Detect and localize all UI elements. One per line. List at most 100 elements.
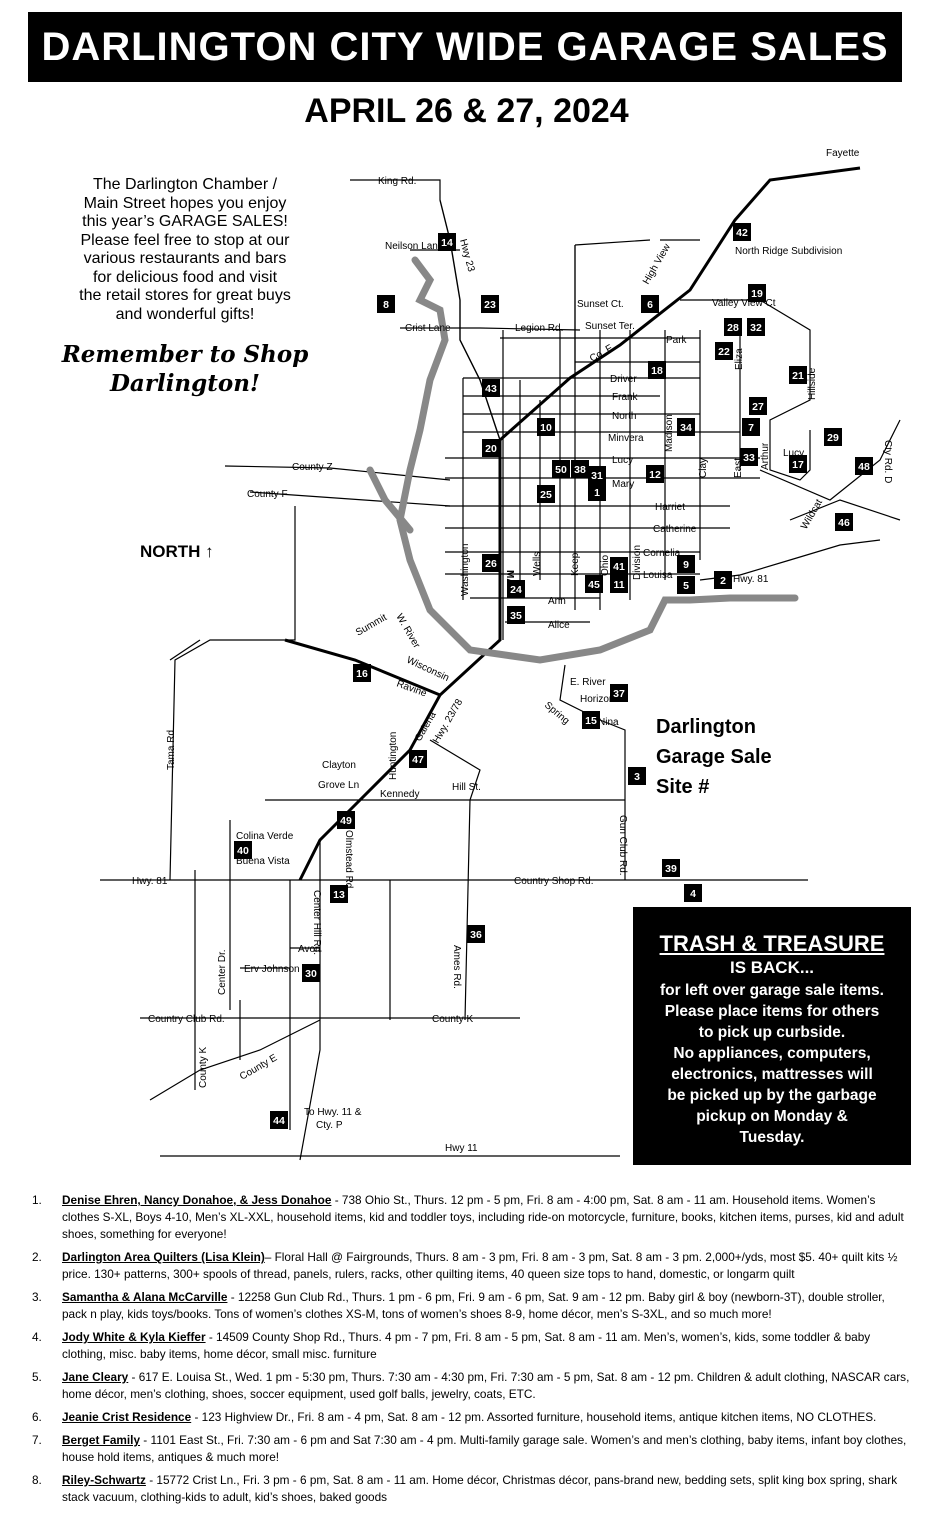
site-marker[interactable]: 48 bbox=[855, 457, 873, 475]
list-number: 7. bbox=[32, 1433, 42, 1447]
site-marker[interactable]: 16 bbox=[353, 664, 371, 682]
site-marker-box bbox=[438, 233, 456, 251]
site-number: 24 bbox=[510, 584, 522, 596]
road-label: Neilson Lane bbox=[385, 241, 444, 252]
site-marker[interactable]: 10 bbox=[537, 418, 555, 436]
list-item: 7.Berget Family - 1101 East St., Fri. 7:… bbox=[32, 1432, 910, 1466]
site-marker[interactable]: 36 bbox=[467, 925, 485, 943]
site-marker[interactable]: 28 bbox=[724, 318, 742, 336]
site-number: 37 bbox=[613, 688, 625, 700]
site-marker[interactable]: 39 bbox=[662, 859, 680, 877]
road-label: Kennedy bbox=[380, 789, 419, 800]
site-marker[interactable]: 33 bbox=[740, 448, 758, 466]
site-marker[interactable]: 6 bbox=[641, 295, 659, 313]
site-marker[interactable]: 18 bbox=[648, 361, 666, 379]
site-marker[interactable]: 38 bbox=[571, 460, 589, 478]
site-marker[interactable]: 9 bbox=[677, 555, 695, 573]
site-number: 33 bbox=[743, 452, 755, 464]
site-marker[interactable]: 4 bbox=[684, 884, 702, 902]
site-marker[interactable]: 8 bbox=[377, 295, 395, 313]
road-label: Hwy. 81 bbox=[132, 876, 168, 887]
site-number: 21 bbox=[792, 370, 804, 382]
site-marker[interactable]: 30 bbox=[302, 964, 320, 982]
site-marker[interactable]: 12 bbox=[646, 465, 664, 483]
seller-name: Jody White & Kyla Kieffer bbox=[62, 1330, 206, 1344]
site-marker[interactable]: 27 bbox=[749, 397, 767, 415]
site-marker[interactable]: 14 bbox=[438, 233, 456, 251]
site-marker[interactable]: 20 bbox=[482, 439, 500, 457]
site-marker[interactable]: 21 bbox=[789, 366, 807, 384]
site-number: 1 bbox=[594, 487, 600, 499]
site-marker[interactable]: 45 bbox=[585, 575, 603, 593]
road-label: Minvera bbox=[608, 433, 644, 444]
site-marker[interactable]: 40 bbox=[234, 841, 252, 859]
road-label: Grove Ln bbox=[318, 780, 359, 791]
site-number: 34 bbox=[680, 422, 692, 434]
list-item: 2.Darlington Area Quilters (Lisa Klein)–… bbox=[32, 1249, 910, 1283]
site-marker[interactable]: 35 bbox=[507, 606, 525, 624]
road-label: Wells bbox=[532, 552, 543, 576]
intro-text: The Darlington Chamber / Main Street hop… bbox=[50, 176, 320, 324]
site-marker-box bbox=[482, 554, 500, 572]
road-label: Lucy bbox=[612, 455, 633, 466]
site-marker[interactable]: 47 bbox=[409, 750, 427, 768]
site-marker[interactable]: 46 bbox=[835, 513, 853, 531]
site-marker-box bbox=[724, 318, 742, 336]
site-marker[interactable]: 31 bbox=[588, 466, 606, 484]
site-marker[interactable]: 29 bbox=[824, 428, 842, 446]
road-label: Buena Vista bbox=[236, 856, 290, 867]
site-number: 38 bbox=[574, 464, 586, 476]
road-label: Cty. P bbox=[316, 1120, 343, 1131]
seller-name: Riley-Schwartz bbox=[62, 1473, 146, 1487]
site-marker[interactable]: 11 bbox=[610, 575, 628, 593]
site-number: 22 bbox=[718, 346, 730, 358]
site-marker[interactable]: 17 bbox=[789, 455, 807, 473]
site-marker[interactable]: 32 bbox=[747, 318, 765, 336]
site-marker[interactable]: 37 bbox=[610, 684, 628, 702]
site-marker-box bbox=[409, 750, 427, 768]
list-number: 5. bbox=[32, 1370, 42, 1384]
site-number: 43 bbox=[485, 383, 497, 395]
site-marker-box bbox=[677, 418, 695, 436]
site-marker[interactable]: 19 bbox=[748, 284, 766, 302]
site-marker[interactable]: 15 bbox=[582, 711, 600, 729]
site-marker[interactable]: 25 bbox=[537, 485, 555, 503]
site-marker[interactable]: 5 bbox=[677, 576, 695, 594]
site-marker-box bbox=[353, 664, 371, 682]
site-marker[interactable]: 2 bbox=[714, 571, 732, 589]
site-number: 41 bbox=[613, 561, 625, 573]
road-label: Cornelia bbox=[643, 548, 681, 559]
site-marker[interactable]: 34 bbox=[677, 418, 695, 436]
road-label: Park bbox=[666, 335, 688, 346]
site-marker[interactable]: 23 bbox=[481, 295, 499, 313]
sale-details: - 123 Highview Dr., Fri. 8 am - 4 pm, Sa… bbox=[191, 1410, 877, 1424]
site-marker[interactable]: 42 bbox=[733, 223, 751, 241]
site-marker[interactable]: 24 bbox=[507, 580, 525, 598]
intro-line: and wonderful gifts! bbox=[115, 305, 255, 323]
notice-line: Please place items for others bbox=[664, 1003, 880, 1020]
site-marker[interactable]: 50 bbox=[552, 460, 570, 478]
site-number: 10 bbox=[540, 422, 552, 434]
site-marker[interactable]: 49 bbox=[337, 811, 355, 829]
site-marker-box bbox=[302, 964, 320, 982]
site-marker[interactable]: 1 bbox=[588, 483, 606, 501]
site-number: 30 bbox=[305, 968, 317, 980]
site-marker[interactable]: 44 bbox=[270, 1111, 288, 1129]
shop-slogan: Remember to Shop Darlington! bbox=[50, 340, 320, 398]
site-marker-box bbox=[571, 460, 589, 478]
road-label: Clayton bbox=[322, 760, 356, 771]
site-marker[interactable]: 26 bbox=[482, 554, 500, 572]
site-marker[interactable]: 41 bbox=[610, 557, 628, 575]
site-marker[interactable]: 13 bbox=[330, 885, 348, 903]
seller-name: Jane Cleary bbox=[62, 1370, 129, 1384]
intro-line: this year’s GARAGE SALES! bbox=[82, 213, 288, 230]
site-marker[interactable]: 3 bbox=[628, 767, 646, 785]
site-marker-box bbox=[537, 418, 555, 436]
road-label: Center Hill Rd. bbox=[311, 890, 322, 955]
street-map[interactable]: Fayette King Rd. Neilson Lane Hwy 23 Cri… bbox=[0, 140, 933, 1170]
site-marker[interactable]: 7 bbox=[742, 418, 760, 436]
site-marker[interactable]: 43 bbox=[482, 379, 500, 397]
legend-line: Garage Sale bbox=[656, 746, 772, 768]
site-marker[interactable]: 22 bbox=[715, 342, 733, 360]
road-label: Country Shop Rd. bbox=[514, 876, 594, 887]
